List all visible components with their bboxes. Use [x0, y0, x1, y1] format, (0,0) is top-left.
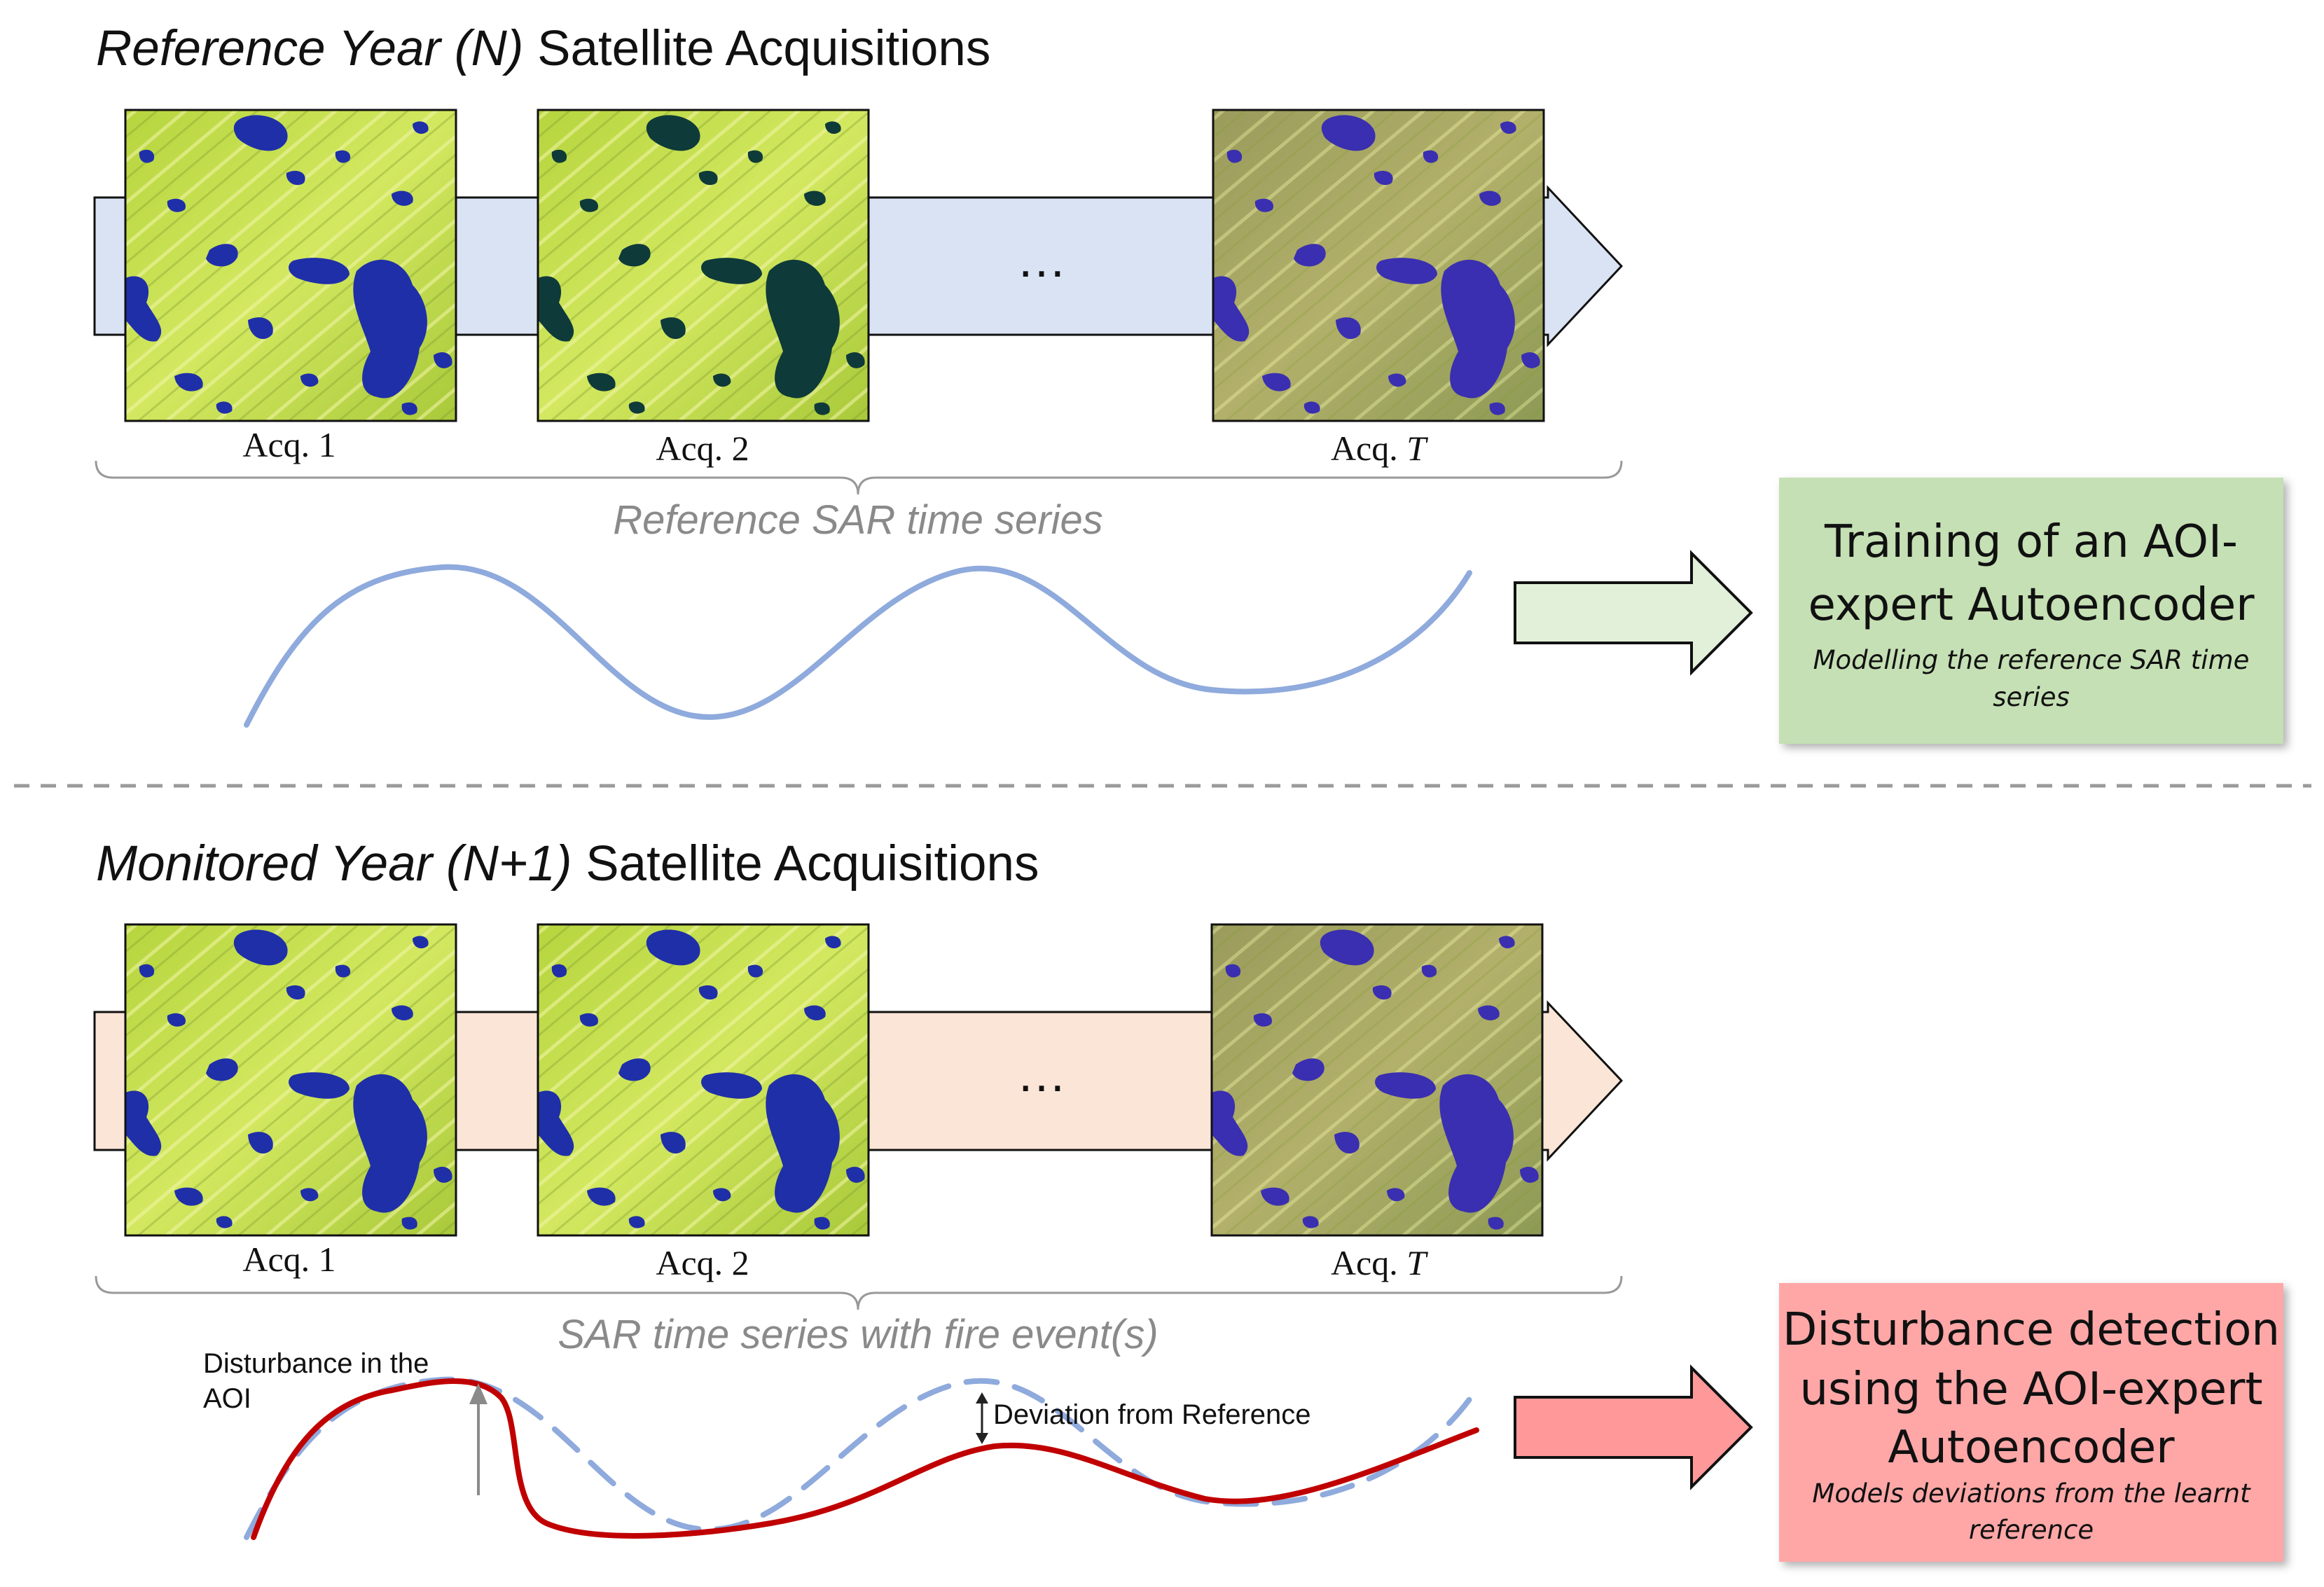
deviation-marker-head-bottom	[976, 1433, 988, 1444]
top-brace	[95, 460, 1623, 495]
disturbance-arrow-head	[469, 1383, 487, 1404]
bottom-flow-arrow	[1514, 1364, 1753, 1490]
top-section-title: Reference Year (N) Satellite Acquisition…	[96, 21, 990, 76]
bottom-brace	[95, 1275, 1623, 1310]
bottom-acq-2-label: Acq. 2	[656, 1243, 749, 1282]
deviation-annotation: Deviation from Reference	[993, 1399, 1311, 1430]
top-title-rest: Satellite Acquisitions	[523, 21, 990, 76]
top-acq-t-image	[1212, 109, 1545, 422]
top-acq-1-image	[124, 109, 457, 422]
disturbance-annotation-1: Disturbance in the	[203, 1348, 429, 1379]
training-box-sub-2: series	[1993, 682, 2070, 712]
bottom-brace-label: SAR time series with fire event(s)	[558, 1312, 1158, 1357]
top-acq-2-image	[537, 109, 870, 422]
bottom-acq-t-label: Acq. T	[1331, 1243, 1428, 1282]
deviation-marker-head-top	[976, 1392, 988, 1404]
disturbed-curve	[251, 1378, 1479, 1540]
bottom-title-rest: Satellite Acquisitions	[572, 836, 1039, 892]
top-acq-1-label: Acq. 1	[242, 425, 336, 464]
detection-box	[1779, 1283, 2283, 1562]
bottom-acq-t-image	[1210, 923, 1544, 1237]
detection-box-sub-1: Models deviations from the learnt	[1812, 1478, 2251, 1509]
top-ellipsis: …	[1016, 232, 1067, 288]
training-box-title-2: expert Autoencoder	[1808, 579, 2255, 631]
bottom-acq-2-image	[537, 923, 870, 1237]
training-box	[1779, 478, 2283, 744]
bottom-section-title: Monitored Year (N+1) Satellite Acquisiti…	[96, 836, 1039, 892]
bottom-title-italic: Monitored Year (N+1)	[96, 836, 572, 892]
bottom-acq-1-image	[124, 923, 457, 1237]
top-brace-label: Reference SAR time series	[613, 497, 1102, 543]
detection-box-title-1: Disturbance detection	[1783, 1304, 2280, 1356]
detection-box-title-3: Autoencoder	[1888, 1422, 2175, 1474]
detection-box-sub-2: reference	[1969, 1515, 2094, 1545]
top-acq-t-label: Acq. T	[1331, 429, 1428, 468]
bottom-acq-1-label: Acq. 1	[242, 1240, 336, 1279]
top-flow-arrow	[1514, 550, 1753, 676]
training-box-sub-1: Modelling the reference SAR time	[1813, 645, 2250, 675]
top-title-italic: Reference Year (N)	[96, 21, 523, 76]
top-reference-curve	[244, 564, 1472, 728]
training-box-title-1: Training of an AOI-	[1824, 516, 2238, 568]
disturbance-annotation-2: AOI	[203, 1383, 251, 1414]
top-acq-2-label: Acq. 2	[656, 429, 749, 468]
bottom-ellipsis: …	[1016, 1046, 1067, 1102]
detection-box-title-2: using the AOI-expert	[1799, 1364, 2262, 1415]
